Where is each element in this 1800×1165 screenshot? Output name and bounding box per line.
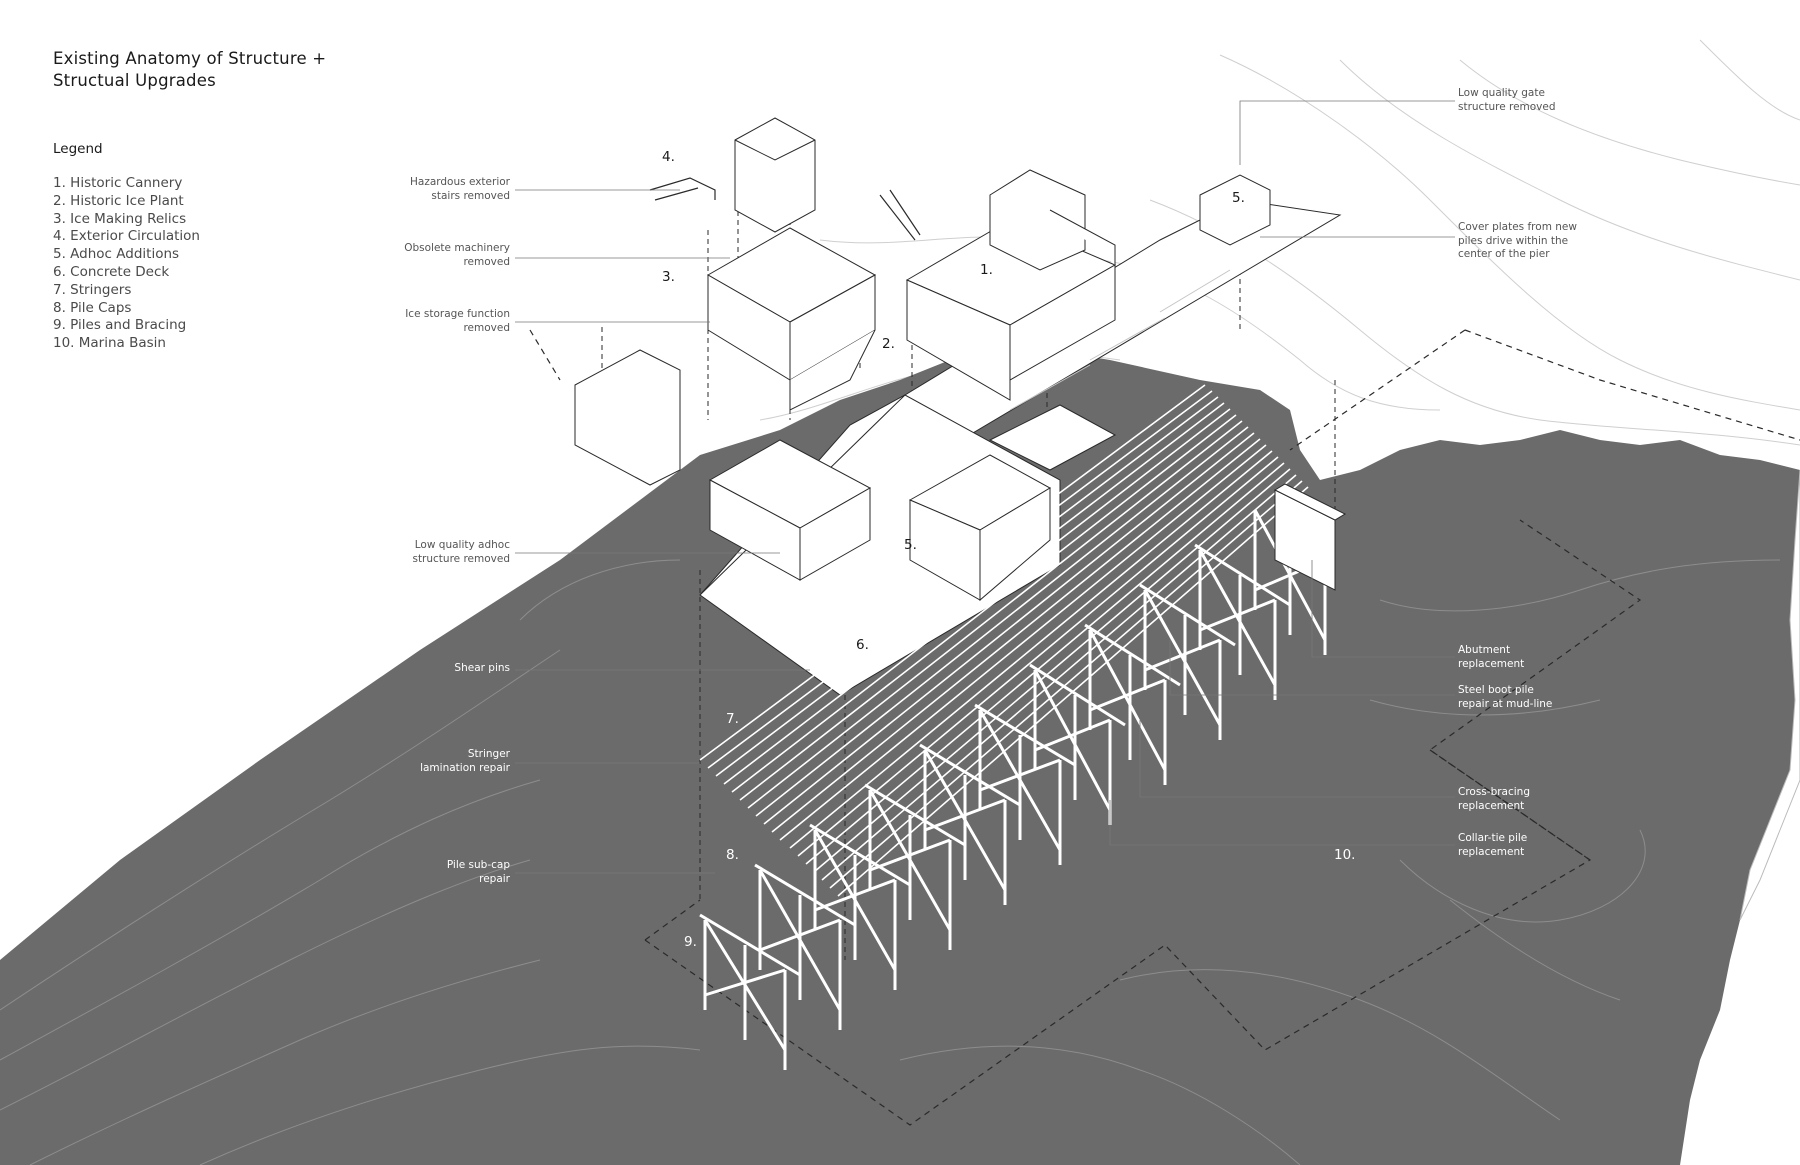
label-low-quality-adhoc: Low quality adhoc structure removed <box>412 539 510 565</box>
ground-plane <box>0 345 1800 1165</box>
legend-item: 3. Ice Making Relics <box>53 210 187 227</box>
legend-item: 7. Stringers <box>53 281 132 298</box>
label-pile-subcap: Pile sub-cap repair <box>446 859 510 885</box>
adhoc-frames <box>708 404 1117 602</box>
leader-lines-left <box>515 189 810 874</box>
legend-heading: Legend <box>53 141 103 157</box>
legend-list: 1. Historic Cannery 2. Historic Ice Plan… <box>53 175 200 353</box>
label-cover-plates: Cover plates from new piles drive within… <box>1458 221 1577 260</box>
abutment <box>1273 483 1347 591</box>
label-abutment: Abutment replacement <box>1458 644 1525 670</box>
callout-6: 6. <box>856 637 869 653</box>
historic-cannery <box>905 169 1117 401</box>
seabed-contours <box>0 559 1781 1165</box>
stringers <box>699 384 1309 897</box>
title-line-2: Structual Upgrades <box>53 71 216 90</box>
callout-5-adhoc: 5. <box>904 537 917 553</box>
legend-item: 1. Historic Cannery <box>53 175 183 191</box>
deck-joints <box>1009 269 1231 411</box>
label-stringer-repair: Stringer lamination repair <box>420 748 510 774</box>
callout-7: 7. <box>726 711 739 727</box>
label-steel-boot: Steel boot pile repair at mud-line <box>1458 684 1553 710</box>
title-line-1: Existing Anatomy of Structure + <box>53 49 327 68</box>
historic-ice-plant <box>706 117 877 411</box>
exterior-stairs <box>649 177 921 241</box>
callout-8: 8. <box>726 847 739 863</box>
legend-item: 9. Piles and Bracing <box>53 317 187 334</box>
legend-item: 6. Concrete Deck <box>53 263 170 280</box>
legend-item: 4. Exterior Circulation <box>53 228 200 245</box>
label-ice-storage: Ice storage function removed <box>405 308 510 334</box>
callout-4: 4. <box>662 149 675 165</box>
legend-item: 5. Adhoc Additions <box>53 246 180 263</box>
shoreline <box>1739 469 1800 921</box>
legend-item: 8. Pile Caps <box>53 299 132 316</box>
callout-10: 10. <box>1334 847 1356 863</box>
page-title: Existing Anatomy of Structure + Structua… <box>53 48 326 92</box>
callout-3: 3. <box>662 269 675 285</box>
label-collar-tie: Collar-tie pile replacement <box>1458 832 1528 858</box>
label-gate-structure: Low quality gate structure removed <box>1458 87 1556 113</box>
leader-lines-right <box>1109 100 1455 846</box>
callout-9: 9. <box>684 934 697 950</box>
adhoc-additions <box>574 174 1271 486</box>
dashed-outline <box>529 329 1800 1126</box>
label-hazardous-stairs: Hazardous exterior stairs removed <box>409 176 510 202</box>
label-shear-pins: Shear pins <box>454 662 510 674</box>
legend-item: 2. Historic Ice Plant <box>53 192 184 209</box>
legend-item: 10. Marina Basin <box>53 335 166 352</box>
callout-1: 1. <box>980 262 993 278</box>
label-obsolete-machinery: Obsolete machinery removed <box>404 242 510 268</box>
label-cross-bracing: Cross-bracing replacement <box>1458 786 1530 812</box>
callout-5-gate: 5. <box>1232 190 1245 206</box>
callout-2: 2. <box>882 336 895 352</box>
